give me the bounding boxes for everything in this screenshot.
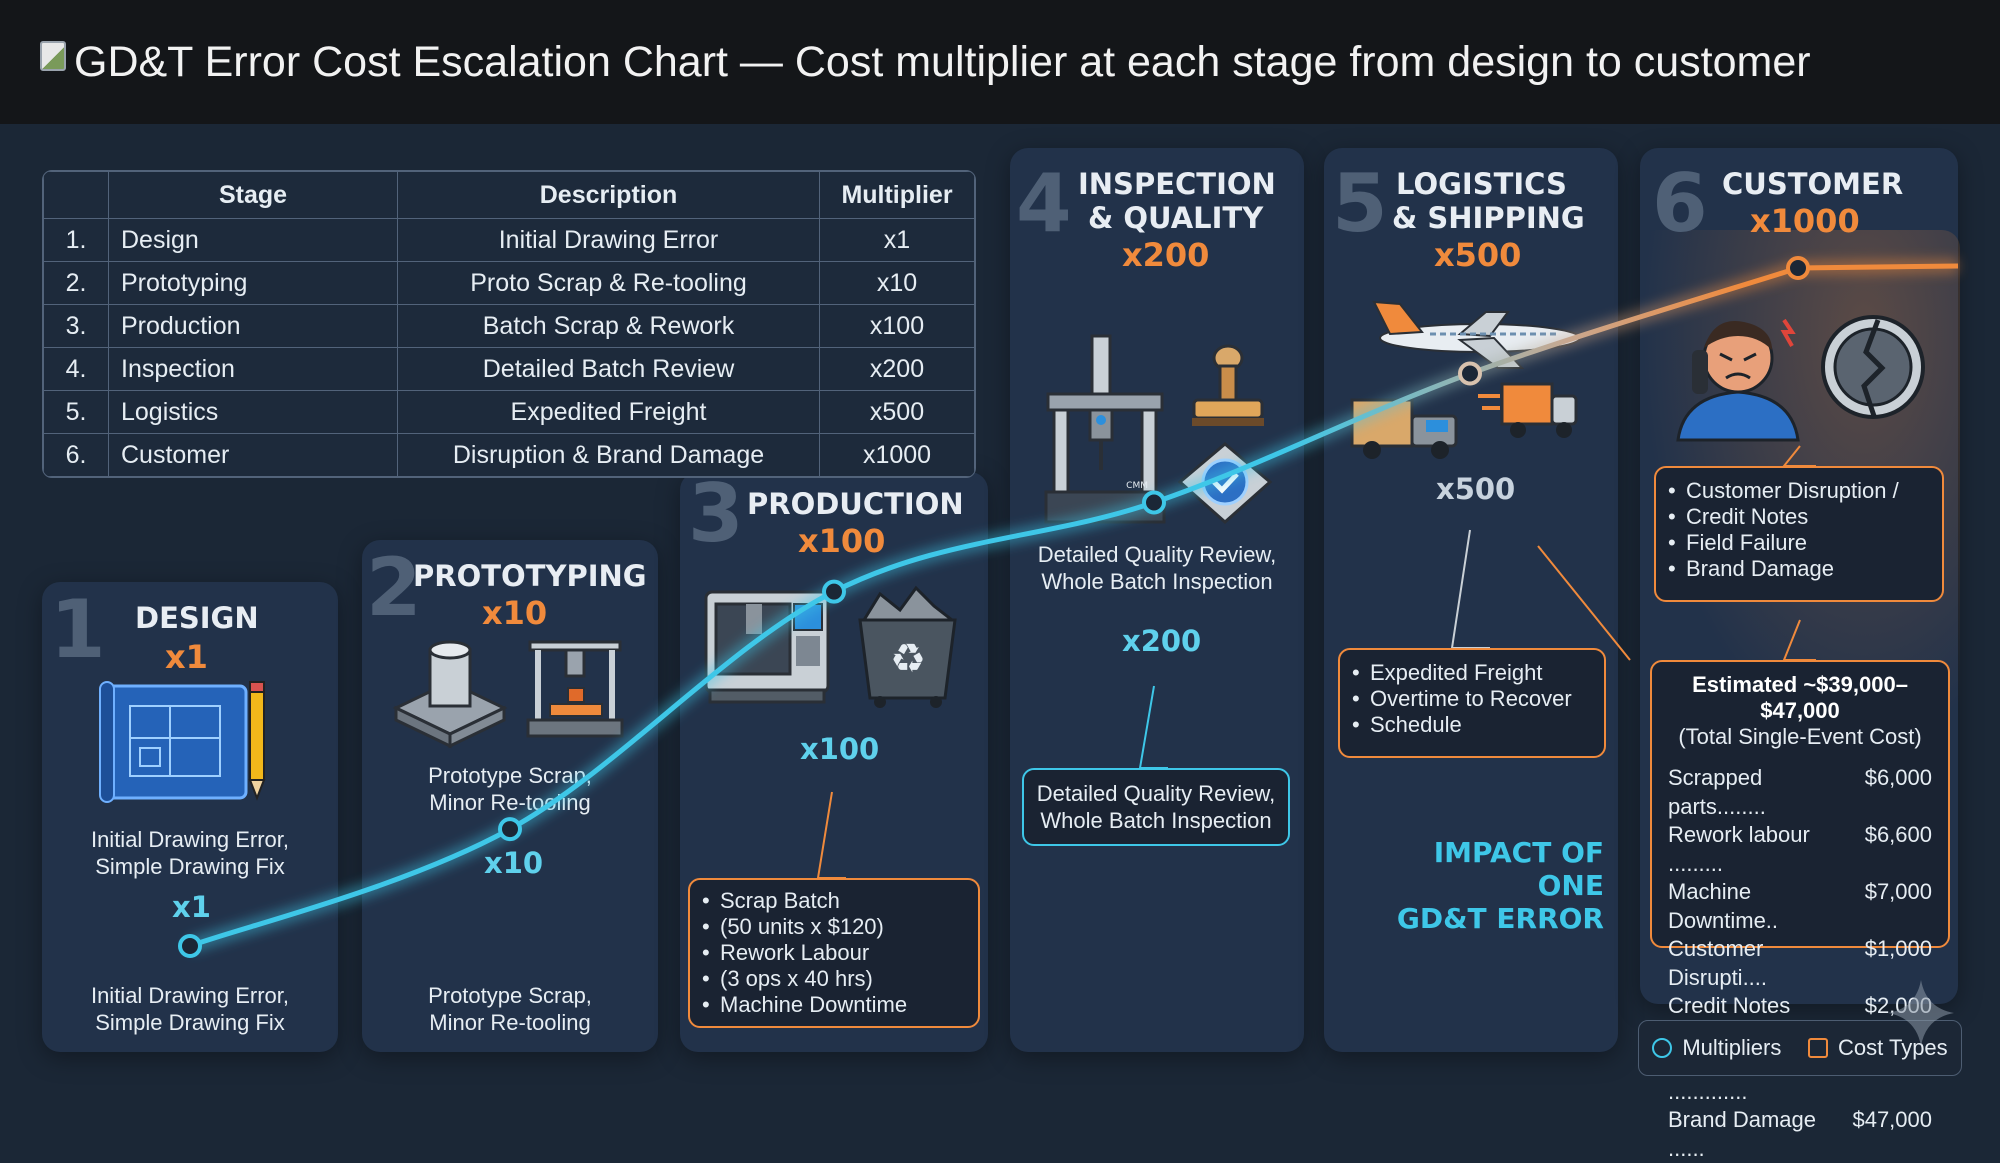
- cost-box-title: Estimated ~$39,000–$47,000: [1692, 672, 1908, 723]
- production-pointer: [816, 791, 846, 879]
- 3d-printer-icon: [526, 640, 624, 738]
- recycle-bin-icon: ♻: [858, 585, 957, 708]
- stage-number: 2: [366, 541, 422, 634]
- cost-box-subtitle: (Total Single-Event Cost): [1678, 724, 1922, 749]
- curve-description: Initial Drawing Error, Simple Drawing Fi…: [90, 983, 290, 1035]
- circle-swatch-icon: [1652, 1038, 1673, 1058]
- cost-row: Customer Disrupti....$1,000: [1668, 936, 1932, 990]
- table-header-multiplier: Multiplier: [819, 171, 975, 219]
- logistics-pointer: [1450, 529, 1490, 649]
- curve-marker: [178, 934, 202, 958]
- inspection-callout: Detailed Quality Review, Whole Batch Ins…: [1022, 768, 1290, 846]
- customer-pointer-top: [1781, 445, 1816, 467]
- stage-panel-prototyping: [362, 540, 658, 1052]
- stage-panel-logistics: [1324, 148, 1618, 1052]
- stage-description: Initial Drawing Error, Simple Drawing Fi…: [90, 827, 290, 879]
- stage-multiplier: x500: [1434, 236, 1522, 274]
- curve-marker: [1458, 361, 1482, 386]
- production-callout: Scrap Batch (50 units x $120) Rework Lab…: [688, 878, 980, 1028]
- curve-line: [189, 263, 1959, 949]
- curve-marker: [822, 579, 846, 604]
- curve-label: x1: [172, 890, 211, 924]
- stage-multiplier: x1000: [1750, 202, 1860, 240]
- inspection-pointer: [1138, 685, 1168, 769]
- table-row: 5. Logistics Expedited Freight x500: [43, 390, 975, 434]
- cost-box-arrow: [1537, 545, 1631, 661]
- stage-panel-inspection: [1010, 148, 1304, 1052]
- stage-number: 4: [1016, 157, 1072, 250]
- stage-title: PROTOTYPING: [413, 559, 647, 593]
- stage-title: DESIGN: [135, 601, 259, 635]
- svg-text:♻: ♻: [890, 636, 926, 682]
- curve-label: x100: [800, 732, 880, 766]
- table-row: 3. Production Batch Scrap & Rework x100: [43, 304, 975, 348]
- stage-title: INSPECTION: [1078, 167, 1276, 201]
- stage-title-line2: & SHIPPING: [1392, 201, 1585, 235]
- express-truck-icon: [1478, 382, 1578, 438]
- curve-label: x10: [484, 846, 544, 880]
- cost-row: Rework labour .........$6,600: [1668, 822, 1932, 876]
- legend-item-multipliers: Multipliers: [1652, 1035, 1781, 1061]
- stage-multiplier: x200: [1122, 236, 1210, 274]
- impact-heading: IMPACT OF ONE GD&T ERROR: [1396, 836, 1604, 935]
- legend: Multipliers Cost Types: [1638, 1020, 1962, 1076]
- page-title: GD&T Error Cost Escalation Chart — Cost …: [74, 37, 1811, 86]
- stage-description: Detailed Quality Review, Whole Batch Ins…: [1037, 542, 1277, 594]
- cost-row: Machine Downtime..$7,000: [1668, 879, 1932, 933]
- curve-marker: [1786, 256, 1810, 280]
- svg-text:CMM: CMM: [1126, 481, 1148, 491]
- approval-stamp-icon: [1192, 344, 1264, 426]
- logistics-callout: Expedited Freight Overtime to Recover Sc…: [1338, 648, 1606, 758]
- stage-number: 5: [1332, 157, 1388, 250]
- stage-multiplier: x10: [482, 594, 548, 632]
- cost-escalation-curve: [178, 256, 1959, 958]
- stage-multiplier: x1: [165, 638, 208, 676]
- square-swatch-icon: [1808, 1038, 1829, 1058]
- curve-label: x200: [1122, 624, 1202, 658]
- cost-row: Brand Damage ......$47,000: [1668, 1107, 1932, 1161]
- stage-multiplier: x100: [798, 522, 886, 560]
- table-row: 6. Customer Disruption & Brand Damage x1…: [43, 433, 975, 477]
- cost-breakdown-box: Estimated ~$39,000–$47,000 (Total Single…: [1650, 660, 1950, 1161]
- stage-panel-design: [42, 582, 338, 1052]
- table-row: 4. Inspection Detailed Batch Review x200: [43, 347, 975, 391]
- curve-marker: [1142, 490, 1166, 515]
- angry-customer-icon: [1676, 318, 1800, 442]
- prototype-part-icon: [392, 640, 508, 749]
- blueprint-icon: [99, 681, 266, 803]
- customer-callout: Customer Disruption / Credit Notes Field…: [1654, 466, 1944, 602]
- stage-title-line2: & QUALITY: [1088, 201, 1264, 235]
- curve-marker: [498, 817, 522, 842]
- table-header-stage: Stage: [108, 171, 398, 219]
- stage-number: 1: [50, 583, 106, 676]
- stage-title: CUSTOMER: [1722, 167, 1904, 201]
- stage-number: 6: [1652, 157, 1708, 250]
- customer-pointer-cost: [1782, 619, 1816, 661]
- header-bar: GD&T Error Cost Escalation Chart — Cost …: [0, 0, 2000, 124]
- cost-row: Scrapped parts........$6,000: [1668, 765, 1932, 819]
- broken-image-icon: [40, 41, 66, 71]
- legend-item-cost-types: Cost Types: [1808, 1035, 1948, 1061]
- curve-label: x500: [1436, 472, 1516, 506]
- stage-title: PRODUCTION: [747, 487, 964, 521]
- stage-number: 3: [688, 467, 744, 560]
- table-row: 2. Prototyping Proto Scrap & Re-tooling …: [43, 261, 975, 305]
- sparkle-icon: [1888, 980, 1954, 1046]
- curve-description: Prototype Scrap, Minor Re-tooling: [428, 983, 592, 1035]
- stage-title: LOGISTICS: [1396, 167, 1567, 201]
- airplane-icon: [1372, 300, 1581, 369]
- cnc-machine-icon: [704, 590, 830, 704]
- stage-table: Stage Description Multiplier 1. Design I…: [42, 170, 976, 478]
- broken-plate-icon: [1821, 315, 1925, 419]
